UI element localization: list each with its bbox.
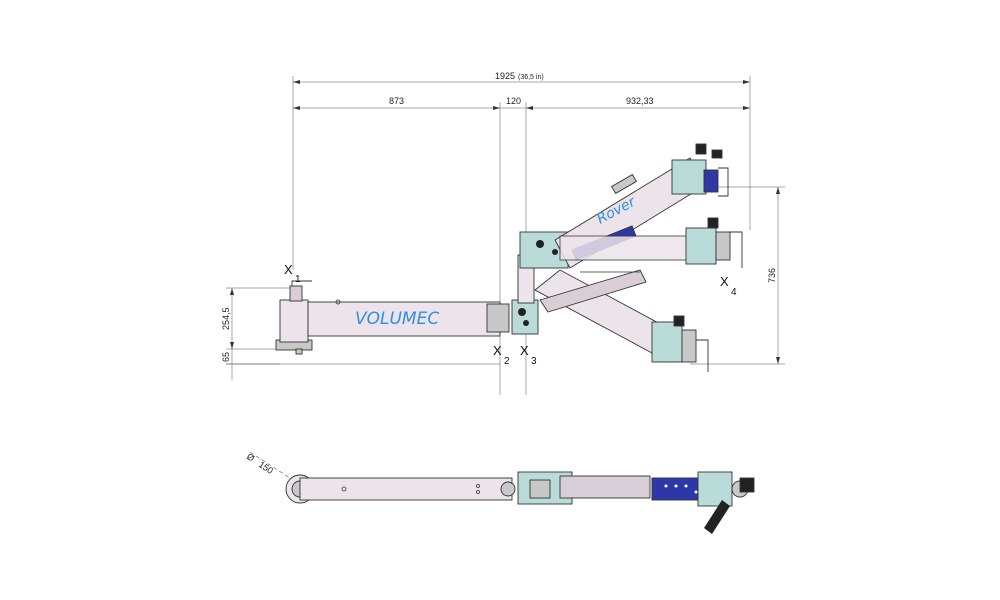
segment-2-label: 120 (506, 96, 521, 106)
axis-x2-index: 2 (504, 356, 510, 367)
segment-3-label: 932,33 (626, 96, 654, 106)
axis-x3-letter: X (520, 343, 529, 358)
dimension-height-right: 736 (690, 186, 785, 365)
axis-x2: X 2 (493, 343, 510, 367)
height-foot-label: 65 (221, 352, 231, 362)
dimension-overall: 1925 (36,5 in) (292, 71, 751, 270)
rover-arm-lower (534, 269, 709, 372)
dimension-segment-3: 932,33 (526, 96, 750, 110)
height-right-label: 736 (767, 268, 777, 283)
segment-1-label: 873 (389, 96, 404, 106)
dimension-segment-1: 873 (293, 96, 501, 395)
base-column (275, 280, 313, 355)
diameter-label: 150 (257, 459, 275, 476)
rover-arm-horizontal (559, 217, 743, 268)
main-arm: VOLUMEC (307, 299, 501, 337)
height-base-label: 254,5 (221, 307, 231, 330)
overall-length-label: 1925 (495, 71, 515, 81)
top-view: Ø 150 (245, 451, 755, 534)
overall-length-inches: (36,5 in) (518, 74, 544, 81)
axis-x3-index: 3 (531, 356, 537, 367)
axis-x4-index: 4 (731, 287, 737, 298)
axis-x3: X 3 (520, 343, 537, 367)
axis-x2-letter: X (493, 343, 502, 358)
axis-x1: X 1 (284, 262, 301, 285)
axis-x4-letter: X (720, 274, 729, 289)
diameter-symbol: Ø (245, 451, 256, 463)
axis-x1-index: 1 (295, 274, 301, 285)
axis-x4: X 4 (720, 274, 737, 298)
arm-brand-label: VOLUMEC (355, 309, 439, 329)
axis-x1-letter: X (284, 262, 293, 277)
elbow-joint (486, 254, 539, 335)
